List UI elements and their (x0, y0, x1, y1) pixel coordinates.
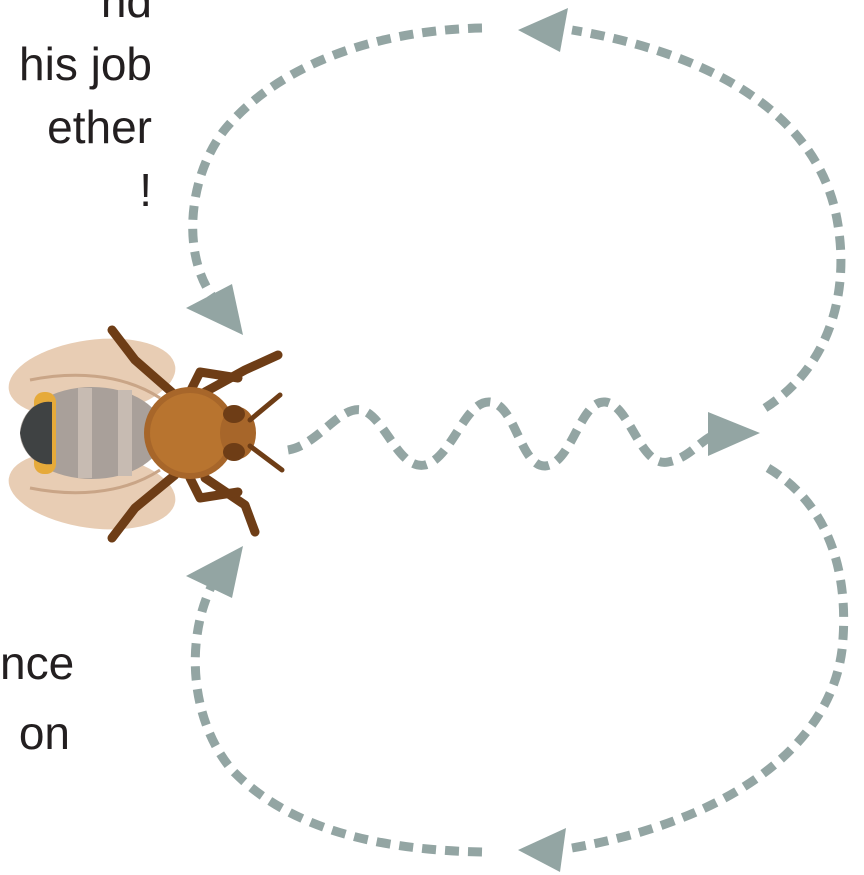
arrow-head-icon (186, 284, 243, 335)
arrow-head-icon (518, 828, 566, 872)
return-loop-bottom-path (195, 468, 843, 852)
arrow-head-icon (518, 8, 568, 52)
arrow-head-icon (708, 412, 760, 456)
waggle-run-path (288, 402, 716, 466)
arrow-heads (186, 8, 760, 872)
honeybee-icon (4, 329, 282, 540)
return-loop-top-path (193, 28, 841, 408)
